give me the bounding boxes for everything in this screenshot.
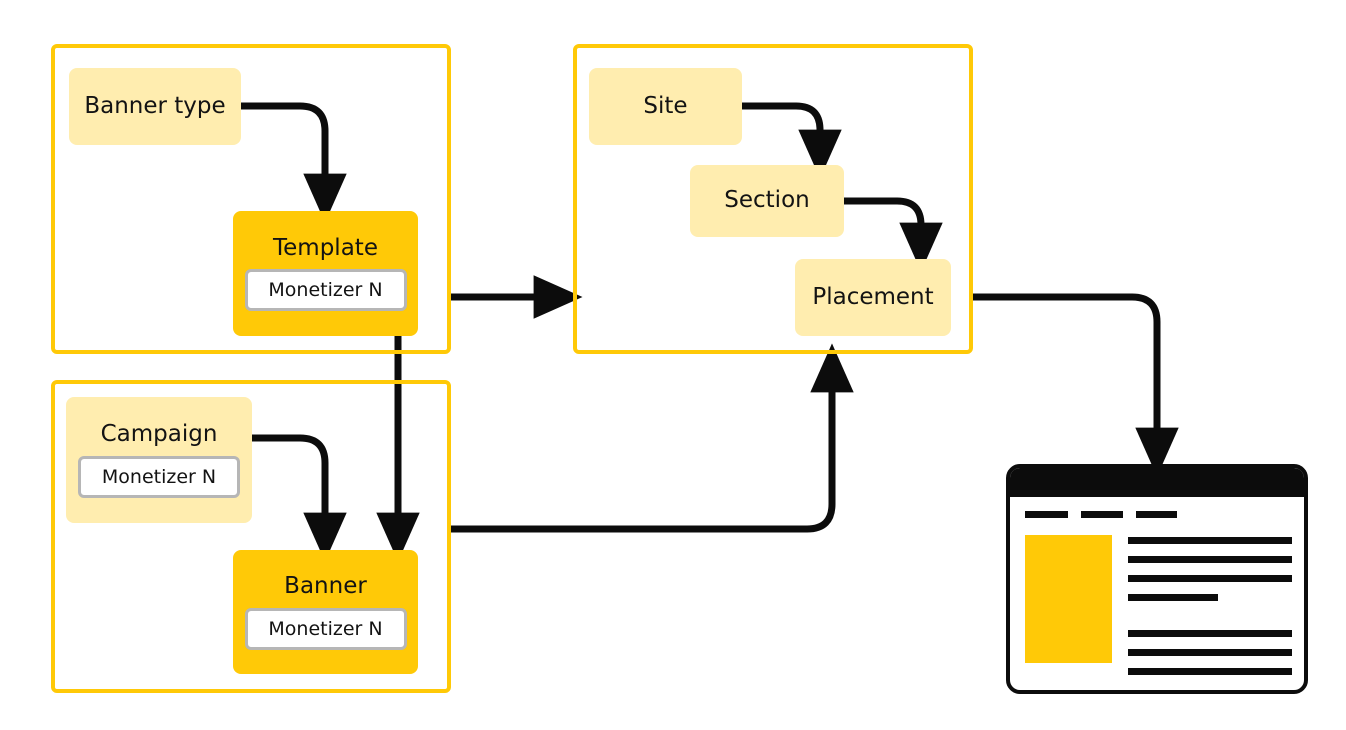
nav-item-3[interactable]: [1136, 511, 1177, 518]
webpage-content: [1025, 535, 1292, 675]
webpage-titlebar: [1010, 468, 1304, 497]
text-line: [1128, 556, 1292, 563]
node-banner[interactable]: Banner Monetizer N: [233, 550, 418, 674]
nav-item-2[interactable]: [1081, 511, 1123, 518]
node-banner-type[interactable]: Banner type: [69, 68, 241, 145]
text-line: [1128, 575, 1292, 582]
text-line: [1128, 594, 1219, 601]
edge-site-section: [742, 102, 842, 179]
node-placement-label: Placement: [812, 283, 934, 310]
node-campaign-monetizer: Monetizer N: [78, 455, 240, 498]
inventory-group-box: [573, 44, 973, 354]
ad-placement-block[interactable]: [1025, 535, 1112, 663]
node-banner-monetizer: Monetizer N: [244, 607, 407, 650]
text-line: [1128, 630, 1292, 637]
text-line: [1128, 537, 1292, 544]
node-banner-label: Banner: [284, 573, 367, 600]
text-line: [1128, 668, 1292, 675]
node-section[interactable]: Section: [690, 165, 844, 237]
node-placement[interactable]: Placement: [795, 259, 951, 336]
node-campaign[interactable]: Campaign Monetizer N: [66, 397, 252, 523]
node-site-label: Site: [643, 92, 688, 119]
text-line: [1128, 649, 1292, 656]
campaign-group-box: [51, 380, 451, 693]
edge-campaign-banner: [252, 434, 347, 562]
edge-section-placement: [844, 197, 943, 272]
webpage-nav: [1025, 511, 1292, 518]
edge-placement-webpage: [973, 293, 1179, 477]
node-section-label: Section: [724, 187, 810, 214]
template-group-box: [51, 44, 451, 354]
node-template-label: Template: [273, 234, 378, 261]
edge-bannertype-template: [241, 102, 347, 223]
nav-item-1[interactable]: [1025, 511, 1068, 518]
node-site[interactable]: Site: [589, 68, 742, 145]
webpage-text-column: [1128, 535, 1292, 675]
node-campaign-label: Campaign: [100, 421, 218, 448]
node-template[interactable]: Template Monetizer N: [233, 211, 418, 336]
node-banner-type-label: Banner type: [84, 92, 226, 119]
edge-bannergroup-placement: [451, 343, 854, 533]
node-template-monetizer: Monetizer N: [244, 269, 407, 312]
webpage-body: [1010, 497, 1304, 685]
webpage-mock[interactable]: [1006, 464, 1308, 694]
